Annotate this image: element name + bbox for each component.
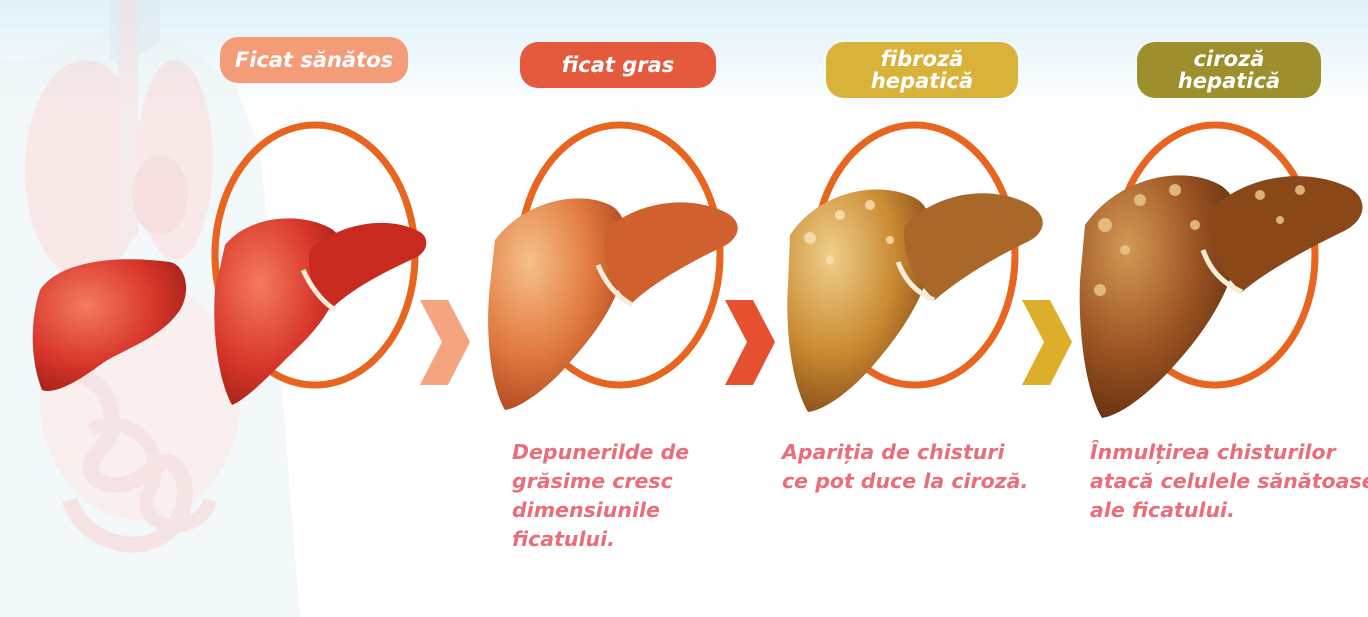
liver-fibrosis [787,190,1042,412]
arrow-1 [420,300,470,385]
stage-title-healthy: Ficat sănătos [220,37,408,83]
arrow-3 [1022,300,1072,385]
stage-title-cirrhosis-line2: hepatică [1178,70,1280,92]
stage-title-fibrosis: fibroză hepatică [826,42,1018,98]
description-fibrosis-line-1: Apariția de chisturi [782,438,1028,467]
description-cirrhosis: Înmulțirea chisturilor atacă celulele să… [1090,438,1368,525]
description-fatty-line-2: grăsime cresc [512,467,689,496]
stage-title-fibrosis-line2: hepatică [871,70,973,92]
description-fibrosis: Apariția de chisturi ce pot duce la ciro… [782,438,1028,496]
arrow-2 [725,300,775,385]
stage-title-healthy-text: Ficat sănătos [235,49,393,71]
stage-title-fatty: ficat gras [520,42,716,88]
description-fatty-line-1: Depunerilde de [512,438,689,467]
description-cirrhosis-line-1: Înmulțirea chisturilor [1090,438,1368,467]
liver-fatty [488,198,738,410]
description-fatty-line-4: ficatului. [512,525,689,554]
stage-title-fatty-text: ficat gras [562,54,675,76]
liver-healthy [214,218,426,405]
description-cirrhosis-line-3: ale ficatului. [1090,496,1368,525]
description-cirrhosis-line-2: atacă celulele sănătoase [1090,467,1368,496]
stage-title-fibrosis-line1: fibroză [881,48,964,70]
stage-title-cirrhosis-line1: ciroză [1194,48,1265,70]
stage-title-cirrhosis: ciroză hepatică [1137,42,1321,98]
description-fibrosis-line-2: ce pot duce la ciroză. [782,467,1028,496]
description-fatty-line-3: dimensiunile [512,496,689,525]
description-fatty: Depunerilde de grăsime cresc dimensiunil… [512,438,689,554]
